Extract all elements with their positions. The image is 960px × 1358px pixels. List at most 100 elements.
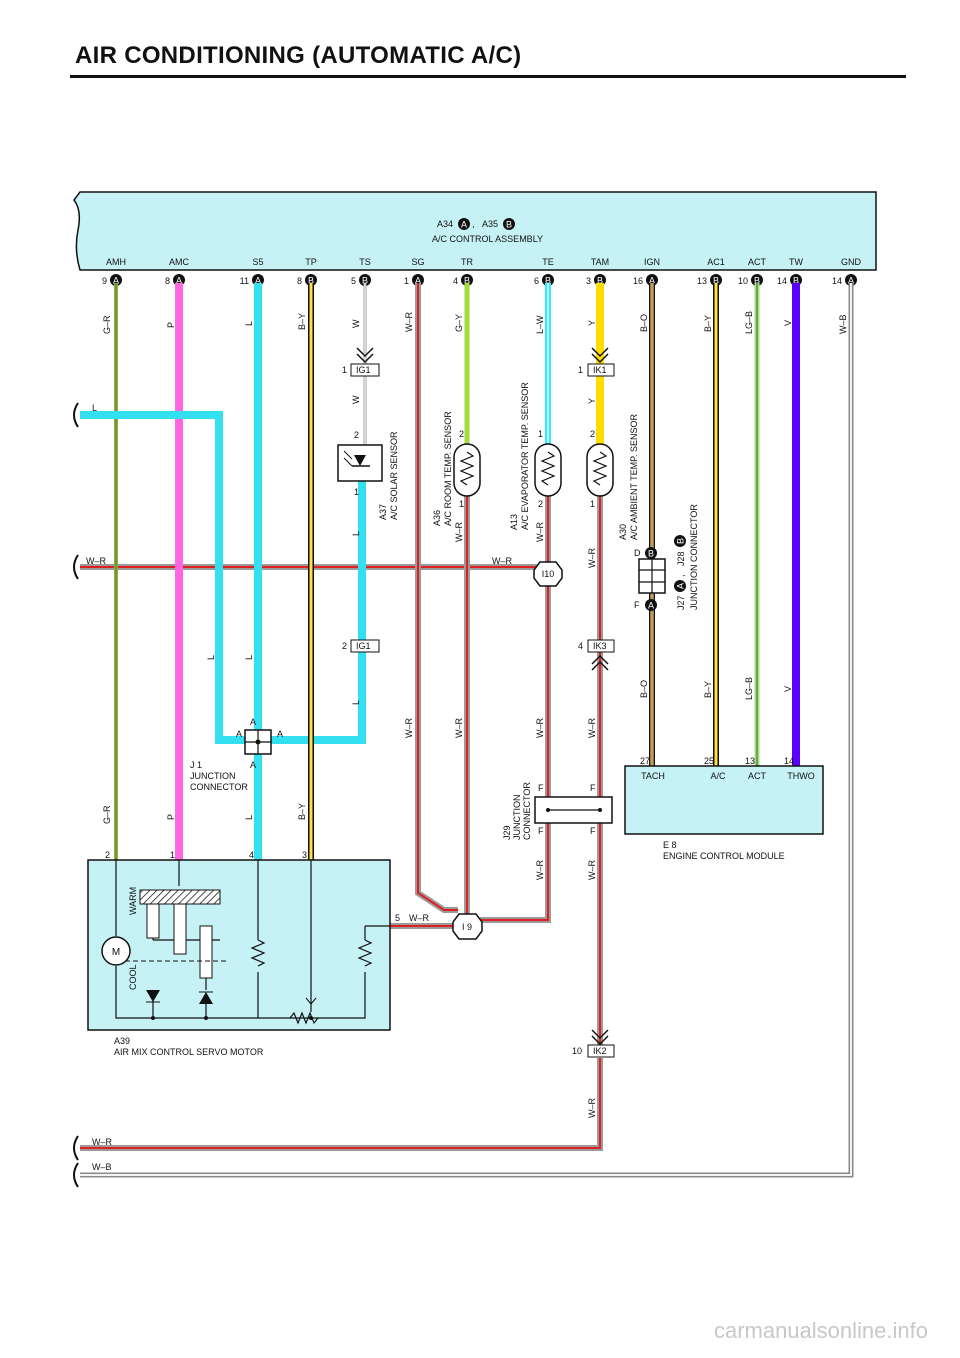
svg-text:1: 1 xyxy=(538,429,543,439)
splice-i9: I 9 xyxy=(452,913,483,940)
svg-text:J29: J29 xyxy=(502,825,512,840)
wire-label: W–R xyxy=(492,556,513,566)
wire-label: L xyxy=(351,531,361,536)
wire-label: L xyxy=(244,321,254,326)
wire-label: B–Y xyxy=(297,803,307,820)
terminal-name: TR xyxy=(461,257,473,267)
terminal-pin: 9 xyxy=(102,276,107,286)
terminal-name: ACT xyxy=(748,257,767,267)
svg-text:IG1: IG1 xyxy=(356,365,371,375)
wire-label: B–Y xyxy=(703,681,713,698)
terminal-pin: 16 xyxy=(633,276,643,286)
terminal-connector-letter: A xyxy=(113,276,119,286)
svg-text:CONNECTOR: CONNECTOR xyxy=(522,782,532,840)
svg-text:J28: J28 xyxy=(676,551,686,566)
terminal-connector-letter: A xyxy=(848,276,854,286)
svg-text:AIR MIX CONTROL SERVO MOTOR: AIR MIX CONTROL SERVO MOTOR xyxy=(114,1047,264,1057)
wire-label: LG–B xyxy=(744,677,754,700)
terminal-pin: 14 xyxy=(777,276,787,286)
terminal-connector-letter: A xyxy=(415,276,421,286)
terminal-pin: 10 xyxy=(738,276,748,286)
terminal-name: TW xyxy=(789,257,803,267)
svg-text:IG1: IG1 xyxy=(356,641,371,651)
terminal-connector-letter: B xyxy=(754,276,760,286)
svg-text:I 9: I 9 xyxy=(462,922,472,932)
evaporator-temp-sensor: 1 2 A13 A/C EVAPORATOR TEMP. SENSOR xyxy=(509,382,562,530)
terminal-connector-letter: A xyxy=(649,276,655,286)
svg-text:2: 2 xyxy=(354,430,359,440)
svg-text:IK3: IK3 xyxy=(593,641,607,651)
wire-label: B–O xyxy=(639,680,649,698)
terminal-pin: 1 xyxy=(404,276,409,286)
wire-label: Y xyxy=(587,320,597,326)
terminal-pin: 5 xyxy=(351,276,356,286)
terminal-connector-badge xyxy=(359,274,371,286)
wire-harness xyxy=(80,283,854,1178)
title-rule xyxy=(70,75,906,78)
svg-text:JUNCTION: JUNCTION xyxy=(512,795,522,841)
terminal-connector-letter: B xyxy=(362,276,368,286)
svg-text:1: 1 xyxy=(342,365,347,375)
ecm-terminal-pin: 25 xyxy=(704,756,714,766)
wire-label: W–R xyxy=(535,860,545,881)
terminal-connector-letter: B xyxy=(545,276,551,286)
terminal-connector-letter: B xyxy=(597,276,603,286)
svg-text:B: B xyxy=(648,549,654,559)
connector-ig1-bottom: IG1 2 xyxy=(342,639,380,653)
ecm-terminal-pin: 13 xyxy=(745,756,755,766)
terminal-name: TE xyxy=(542,257,554,267)
assembly-ref-a: A34 xyxy=(437,219,453,229)
svg-text:IK1: IK1 xyxy=(593,365,607,375)
harness-break-marks xyxy=(73,402,79,1188)
terminal-connector-badge xyxy=(461,274,473,286)
wire-labels: L W–R W–R W–R W–B W–R 5 G–R G–R P P L L … xyxy=(86,311,848,1172)
terminal-pin: 8 xyxy=(297,276,302,286)
wire-label: G–Y xyxy=(454,314,464,332)
svg-text:F: F xyxy=(634,600,640,610)
svg-text:WARM: WARM xyxy=(128,887,138,915)
svg-text:A: A xyxy=(236,729,242,739)
svg-text:E 8: E 8 xyxy=(663,840,677,850)
terminal-name: TAM xyxy=(591,257,609,267)
terminal-name: AMC xyxy=(169,257,190,267)
wire-label: W–R xyxy=(404,718,414,739)
splice-i10: I10 xyxy=(533,561,563,587)
wire-label: W–R xyxy=(92,1137,113,1147)
ecm-terminal-pin: 14 xyxy=(784,756,794,766)
wire-label: V xyxy=(783,686,793,692)
svg-text:J 1: J 1 xyxy=(190,760,202,770)
terminal-connector-letter: B xyxy=(308,276,314,286)
wire-label: L xyxy=(351,700,361,705)
wire-label: V xyxy=(783,320,793,326)
terminal-pin: 14 xyxy=(832,276,842,286)
terminal-pin: 8 xyxy=(165,276,170,286)
svg-text:I10: I10 xyxy=(542,569,555,579)
wire-label: W–R xyxy=(587,718,597,739)
assembly-sep: , xyxy=(472,219,475,229)
sensor-ref: A30 xyxy=(618,524,628,540)
svg-text:4: 4 xyxy=(249,850,254,860)
wire-label: B–Y xyxy=(703,315,713,332)
air-mix-servo-motor: 2 1 4 3 M WARM COOL A39 xyxy=(87,850,391,1057)
terminal-name: SG xyxy=(411,257,424,267)
wire-label: W–R xyxy=(409,913,430,923)
svg-text:A: A xyxy=(676,583,686,589)
inline-connectors: IG1 1 IG1 2 IK1 1 IK3 4 xyxy=(342,347,615,1058)
terminal-pin: 13 xyxy=(697,276,707,286)
ecm-terminal-pin: 27 xyxy=(640,756,650,766)
room-temp-sensor: 2 1 A36 A/C ROOM TEMP. SENSOR xyxy=(432,411,481,526)
svg-text:J27: J27 xyxy=(676,595,686,610)
junction-connector-j27-j28: D B F A J27 A , J28 B JUNCTION CONNECTOR xyxy=(634,504,699,611)
svg-text:1: 1 xyxy=(170,850,175,860)
sensor-name: A/C ROOM TEMP. SENSOR xyxy=(443,411,453,526)
terminal-name: TS xyxy=(359,257,371,267)
wire-label: B–O xyxy=(639,314,649,332)
terminal-name: S5 xyxy=(252,257,263,267)
wire-label: W–B xyxy=(838,314,848,334)
wire-label: W–R xyxy=(454,522,464,543)
